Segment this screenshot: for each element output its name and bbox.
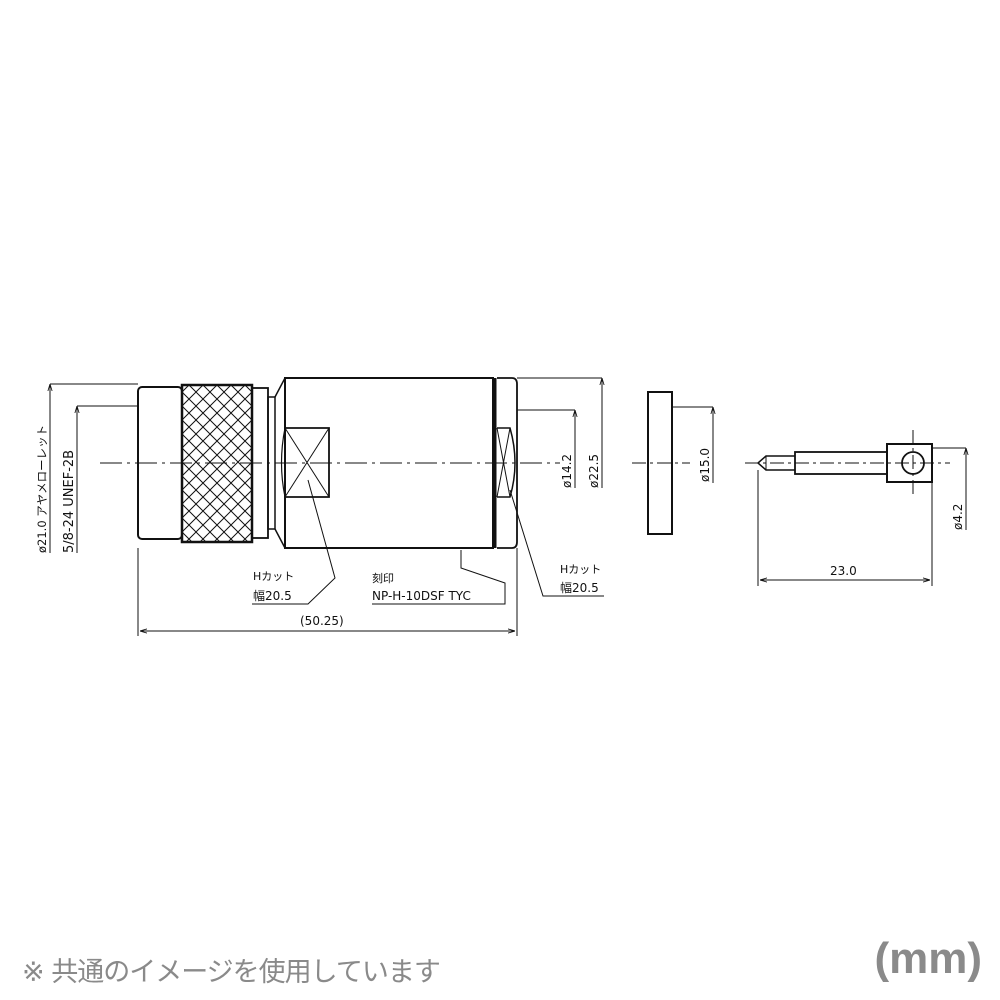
leaders: [252, 479, 604, 605]
washer-dia-label: ø15.0: [698, 448, 712, 482]
dia-outer-label: ø22.5: [587, 454, 601, 488]
hcut-left-line2: 幅20.5: [253, 588, 292, 603]
pin-length-label: 23.0: [830, 564, 857, 578]
marking-line2: NP-H-10DSF TYC: [372, 589, 471, 603]
hcut-right-line2: 幅20.5: [560, 580, 599, 595]
outer-diameter-label: ø21.0 アヤメローレット: [35, 425, 49, 553]
footer-note: ※ 共通のイメージを使用しています: [22, 957, 441, 988]
connector-body: [137, 377, 518, 549]
overall-length-label: (50.25): [300, 614, 344, 628]
dia-inner-label: ø14.2: [560, 454, 574, 488]
left-dimensions: [50, 383, 138, 553]
pin-dimensions: [757, 447, 966, 586]
pin-dia-label: ø4.2: [951, 504, 965, 530]
hcut-left-line1: Hカット: [253, 570, 294, 583]
marking-line1: 刻印: [372, 571, 394, 585]
thread-label: 5/8-24 UNEF-2B: [62, 450, 77, 553]
unit-label: (mm): [874, 934, 982, 983]
overall-length-dimension: [137, 548, 518, 636]
right-dimensions: [517, 377, 602, 488]
washer: [647, 391, 673, 535]
pin: [745, 430, 950, 497]
hcut-right-line1: Hカット: [560, 563, 601, 576]
washer-dimension: [672, 406, 713, 483]
